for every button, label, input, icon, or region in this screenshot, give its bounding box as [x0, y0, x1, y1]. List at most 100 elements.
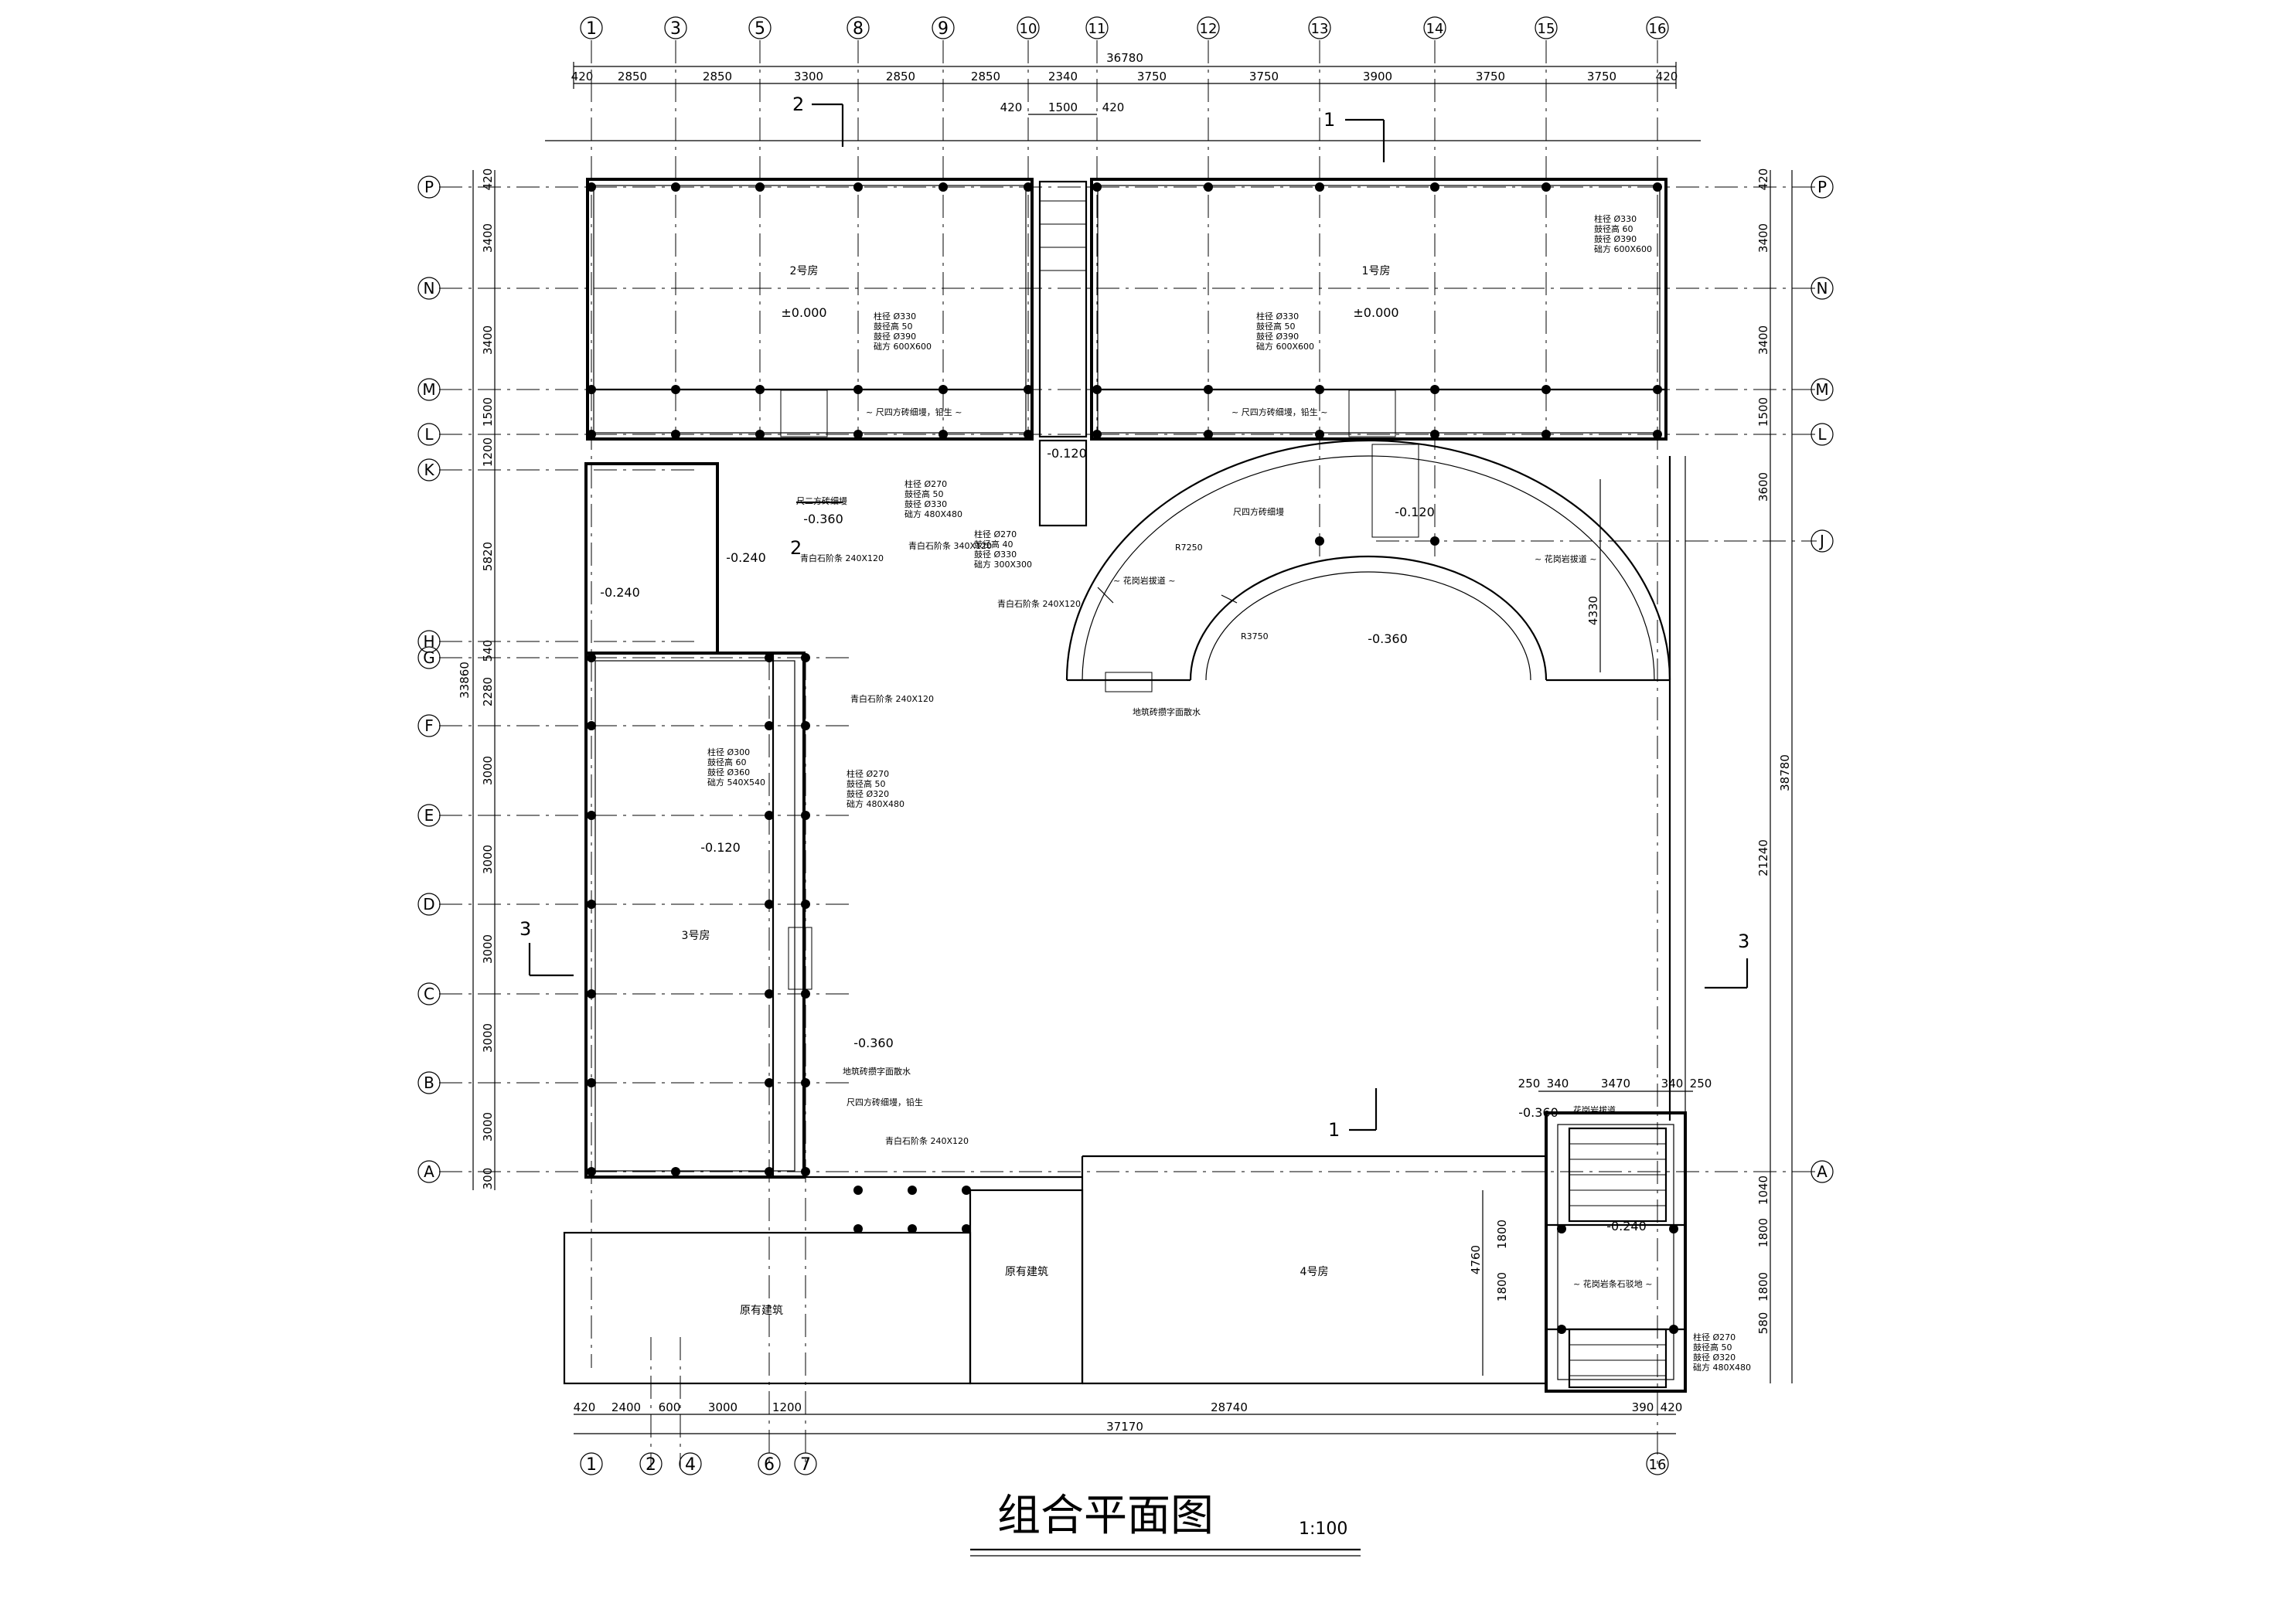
axis-label-left: D: [423, 895, 434, 914]
dim-left-total: 33860: [458, 662, 472, 699]
level-mark: ±0.000: [781, 305, 826, 320]
dim-right: 3600: [1756, 472, 1770, 502]
level-mark: -0.360: [1368, 631, 1408, 646]
dim-right: 1800: [1756, 1218, 1770, 1247]
stone-note: 青白石阶条 240X120: [850, 693, 934, 704]
level-mark: -0.120: [1047, 446, 1087, 461]
axis-label-right: P: [1817, 178, 1827, 196]
dimensions-right: 38780 420 3400 3400 1500 3600 21240 1040…: [1586, 168, 1793, 1383]
dim-right: 420: [1756, 168, 1770, 191]
axis-label-top: 8: [853, 19, 864, 39]
dim-left: 3400: [481, 325, 495, 355]
dim-top: 2850: [618, 70, 647, 83]
drawing-title: 组合平面图: [997, 1491, 1214, 1541]
drawing-scale: 1:100: [1299, 1519, 1347, 1539]
axis-label-bottom: 4: [685, 1455, 696, 1475]
axis-bubbles-right: P N M L J A: [1811, 175, 1834, 1183]
dim-right: 1040: [1756, 1176, 1770, 1205]
stair-hatching: [780, 180, 1667, 1389]
section-mark: 2: [790, 537, 802, 559]
axis-label-left: K: [424, 461, 434, 479]
axis-label-left: G: [423, 648, 435, 667]
axis-bubbles-top: 1 3 5 8 9 10 11 12 13 14 15 16: [580, 16, 1669, 39]
columns: [587, 182, 1678, 1334]
axis-label-top: 15: [1538, 21, 1555, 37]
axis-label-top: 3: [670, 19, 681, 39]
section-markers: 2 1 2 3 3 1: [519, 94, 1749, 1141]
axis-label-top: 12: [1200, 21, 1218, 37]
dim-left: 3400: [481, 223, 495, 253]
axis-label-left: N: [424, 279, 435, 298]
dim-top-total: 36780: [1106, 51, 1143, 65]
room-label-existing-b: 原有建筑: [1005, 1266, 1048, 1278]
drain-note: 地筑砖攒字面散水: [843, 1066, 911, 1077]
dim-left: 300: [481, 1168, 495, 1190]
level-mark: -0.240: [726, 550, 766, 565]
dim-bottom: 420: [574, 1400, 596, 1414]
dim-top: 420: [571, 70, 594, 83]
dim-left: 420: [481, 168, 495, 191]
level-mark: -0.120: [700, 840, 741, 855]
axis-label-left: A: [424, 1162, 434, 1181]
dim-bottom: 3000: [708, 1400, 738, 1414]
dim-left: 3000: [481, 1112, 495, 1142]
axis-label-top: 10: [1020, 21, 1037, 37]
building-outlines: [545, 140, 1701, 1393]
axis-label-left: P: [424, 178, 434, 196]
axis-label-left: H: [423, 632, 434, 651]
dim-lr-v: 1800: [1495, 1220, 1509, 1249]
room-label-3: 3号房: [682, 930, 710, 942]
dim-left: 5820: [481, 542, 495, 571]
axis-label-top: 5: [755, 19, 765, 39]
dim-right: 3400: [1756, 325, 1770, 355]
level-mark: -0.240: [1606, 1219, 1647, 1233]
dimensions-bottom: 420 2400 600 3000 1200 28740 390 420 371…: [574, 1400, 1682, 1434]
dim-top: 3900: [1363, 70, 1392, 83]
level-mark: -0.360: [853, 1036, 894, 1050]
room-label-2: 2号房: [790, 265, 819, 277]
axis-bubbles-left: P N M L K H G F E D C B A: [417, 175, 441, 1183]
dim-lr: 3470: [1601, 1077, 1630, 1091]
dim-left: 3000: [481, 756, 495, 785]
axis-label-bottom: 2: [646, 1455, 656, 1475]
dim-top: 3750: [1587, 70, 1616, 83]
walk-note: ~ 花岗岩拔道 ~: [1535, 553, 1596, 564]
dimensions-lower-right: 250 340 3470 340 250 4760 1800 1800: [1469, 1077, 1712, 1376]
dimensions-left: 33860 420 3400 3400 1500 1200 5820 540 2…: [458, 168, 496, 1190]
dim-lr-v: 4760: [1469, 1245, 1483, 1274]
axis-label-bottom: 6: [764, 1455, 775, 1475]
dim-left: 3000: [481, 934, 495, 964]
dim-lr: 340: [1661, 1077, 1684, 1091]
walk-note: ~ 花岗岩拔道 ~: [1113, 575, 1175, 586]
dim-bottom: 390: [1632, 1400, 1654, 1414]
level-mark: ±0.000: [1353, 305, 1398, 320]
dimensions-top: 36780 420 2850 2850 3300 2850 2850 2340 …: [571, 51, 1678, 115]
dim-bottom: 600: [659, 1400, 681, 1414]
paving-note: 尺二方砖细墁: [796, 495, 847, 506]
level-mark: -0.240: [600, 585, 640, 600]
section-mark: 1: [1323, 109, 1335, 131]
stone-note: 青白石阶条 240X120: [800, 553, 884, 563]
axis-label-bottom: 1: [586, 1455, 597, 1475]
axis-label-right: A: [1817, 1162, 1828, 1181]
drain-note: 地筑砖攒字面散水: [1133, 706, 1201, 717]
axis-label-left: E: [424, 806, 434, 825]
dim-left: 1200: [481, 437, 495, 467]
axis-label-top: 11: [1088, 21, 1106, 37]
radius-note: R3750: [1241, 631, 1269, 641]
dim-lr: 250: [1690, 1077, 1712, 1091]
dim-top: 3750: [1476, 70, 1505, 83]
dim-right-inner: 4330: [1586, 596, 1600, 625]
dim-top: 2850: [971, 70, 1000, 83]
paving-note: 尺四方砖细墁: [1233, 506, 1284, 517]
dim-lr: 250: [1518, 1077, 1541, 1091]
axis-bubbles-bottom: 1 2 4 6 7 16: [580, 1452, 1669, 1475]
level-mark: -0.120: [1395, 505, 1435, 519]
axis-label-left: F: [424, 716, 434, 735]
axis-label-left: M: [422, 380, 435, 399]
